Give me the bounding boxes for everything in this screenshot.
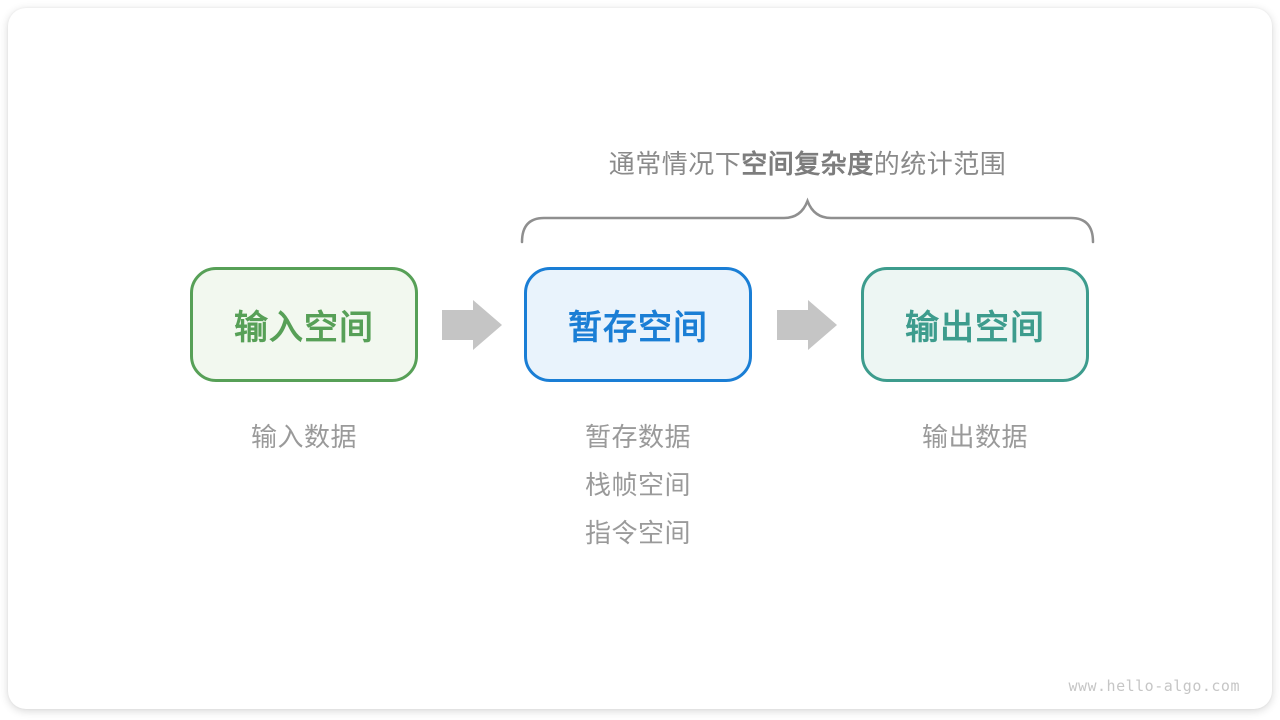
scope-caption-suffix: 的统计范围 [873, 149, 1007, 179]
box-output-space: 输出空间 [861, 267, 1089, 382]
caption-line: 输出数据 [921, 422, 1028, 452]
caption-line: 输入数据 [250, 422, 357, 452]
arrow-right-icon [777, 300, 837, 350]
caption-temporary-data: 暂存数据 栈帧空间 指令空间 [488, 413, 788, 557]
arrow-right-icon [442, 300, 502, 350]
brace-path [520, 197, 1095, 244]
scope-caption-prefix: 通常情况下 [608, 149, 742, 179]
scope-caption: 通常情况下空间复杂度的统计范围 [520, 144, 1095, 181]
caption-line: 栈帧空间 [584, 470, 691, 500]
caption-line: 暂存数据 [584, 422, 691, 452]
caption-line: 指令空间 [584, 518, 691, 548]
brace-icon [520, 197, 1095, 244]
box-input-space: 输入空间 [190, 267, 418, 382]
arrow-right-shape [777, 300, 837, 350]
watermark: www.hello-algo.com [1068, 677, 1240, 695]
box-temporary-space-label: 暂存空间 [568, 309, 708, 347]
caption-output-data: 输出数据 [825, 413, 1125, 461]
scope-caption-bold: 空间复杂度 [741, 149, 874, 179]
box-output-space-label: 输出空间 [905, 309, 1045, 347]
box-input-space-label: 输入空间 [234, 309, 374, 347]
box-temporary-space: 暂存空间 [524, 267, 752, 382]
arrow-right-shape [442, 300, 502, 350]
caption-input-data: 输入数据 [154, 413, 454, 461]
